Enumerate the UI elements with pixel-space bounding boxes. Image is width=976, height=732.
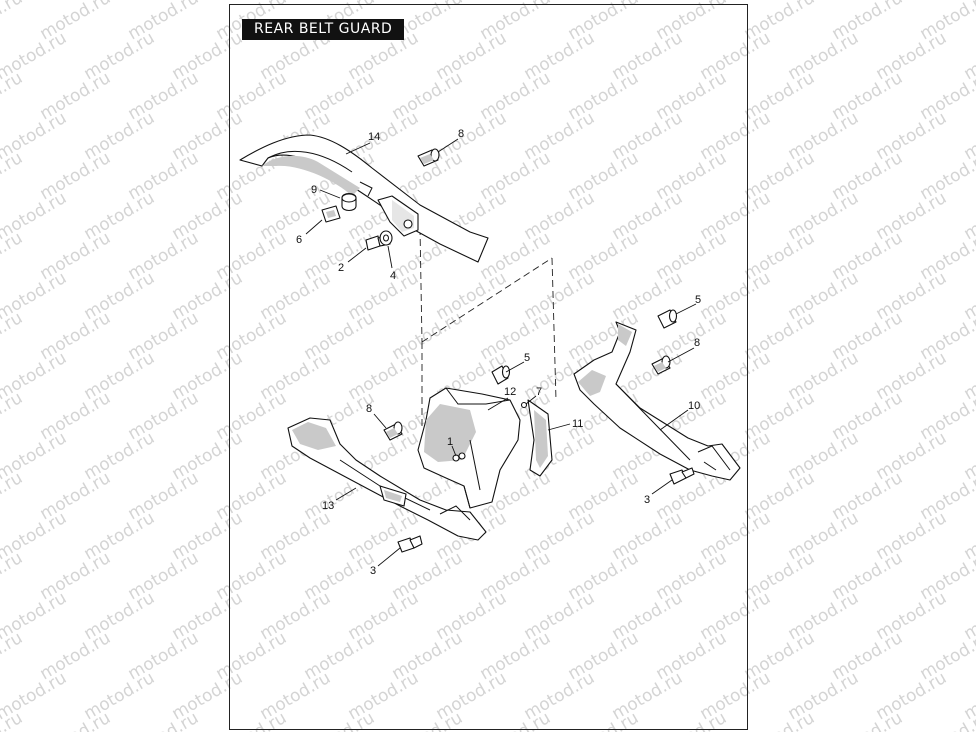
callout-3-right: 3 [644, 494, 650, 506]
part-12-center-bracket [417, 387, 521, 509]
callout-7: 7 [536, 386, 542, 398]
part-8-grommet-left [383, 421, 403, 441]
part-4-washer [379, 230, 393, 246]
part-10-lower-guard-right [573, 321, 741, 481]
alignment-dashed-lines [419, 227, 557, 430]
callout-14: 14 [368, 131, 380, 143]
callout-6: 6 [296, 234, 302, 246]
part-11-plate [527, 399, 553, 477]
callout-3-left: 3 [370, 565, 376, 577]
part-5-spacer-right [657, 309, 678, 329]
callout-10: 10 [688, 400, 700, 412]
part-13-lower-guard-left [287, 417, 487, 541]
part-9-nut [341, 192, 357, 212]
part-8-grommet-top [417, 148, 440, 167]
callout-8-top: 8 [458, 128, 464, 140]
callout-9: 9 [311, 184, 317, 196]
diagram-title: REAR BELT GUARD [242, 19, 405, 40]
callout-4: 4 [390, 270, 396, 282]
part-3-bolt-left [397, 535, 423, 553]
part-5-spacer-center [491, 365, 511, 385]
callout-labels: 14 8 9 6 2 4 5 8 5 12 7 11 10 8 1 13 3 3 [296, 128, 701, 577]
callout-8-right: 8 [694, 337, 700, 349]
part-14-upper-belt-guard [239, 134, 489, 263]
callout-2: 2 [338, 262, 344, 274]
callout-11: 11 [572, 418, 583, 430]
callout-5-right: 5 [695, 294, 701, 306]
part-3-bolt-right [669, 467, 695, 485]
part-8-grommet-right [651, 355, 671, 375]
callout-8-left: 8 [366, 403, 372, 415]
diagram-frame [229, 4, 748, 730]
callout-leaders [305, 138, 697, 567]
part-7-fastener [520, 401, 528, 409]
callout-1: 1 [447, 436, 453, 448]
callout-5-center: 5 [524, 352, 530, 364]
callout-13: 13 [322, 500, 334, 512]
callout-12: 12 [504, 386, 516, 398]
part-6-clip [321, 205, 341, 223]
